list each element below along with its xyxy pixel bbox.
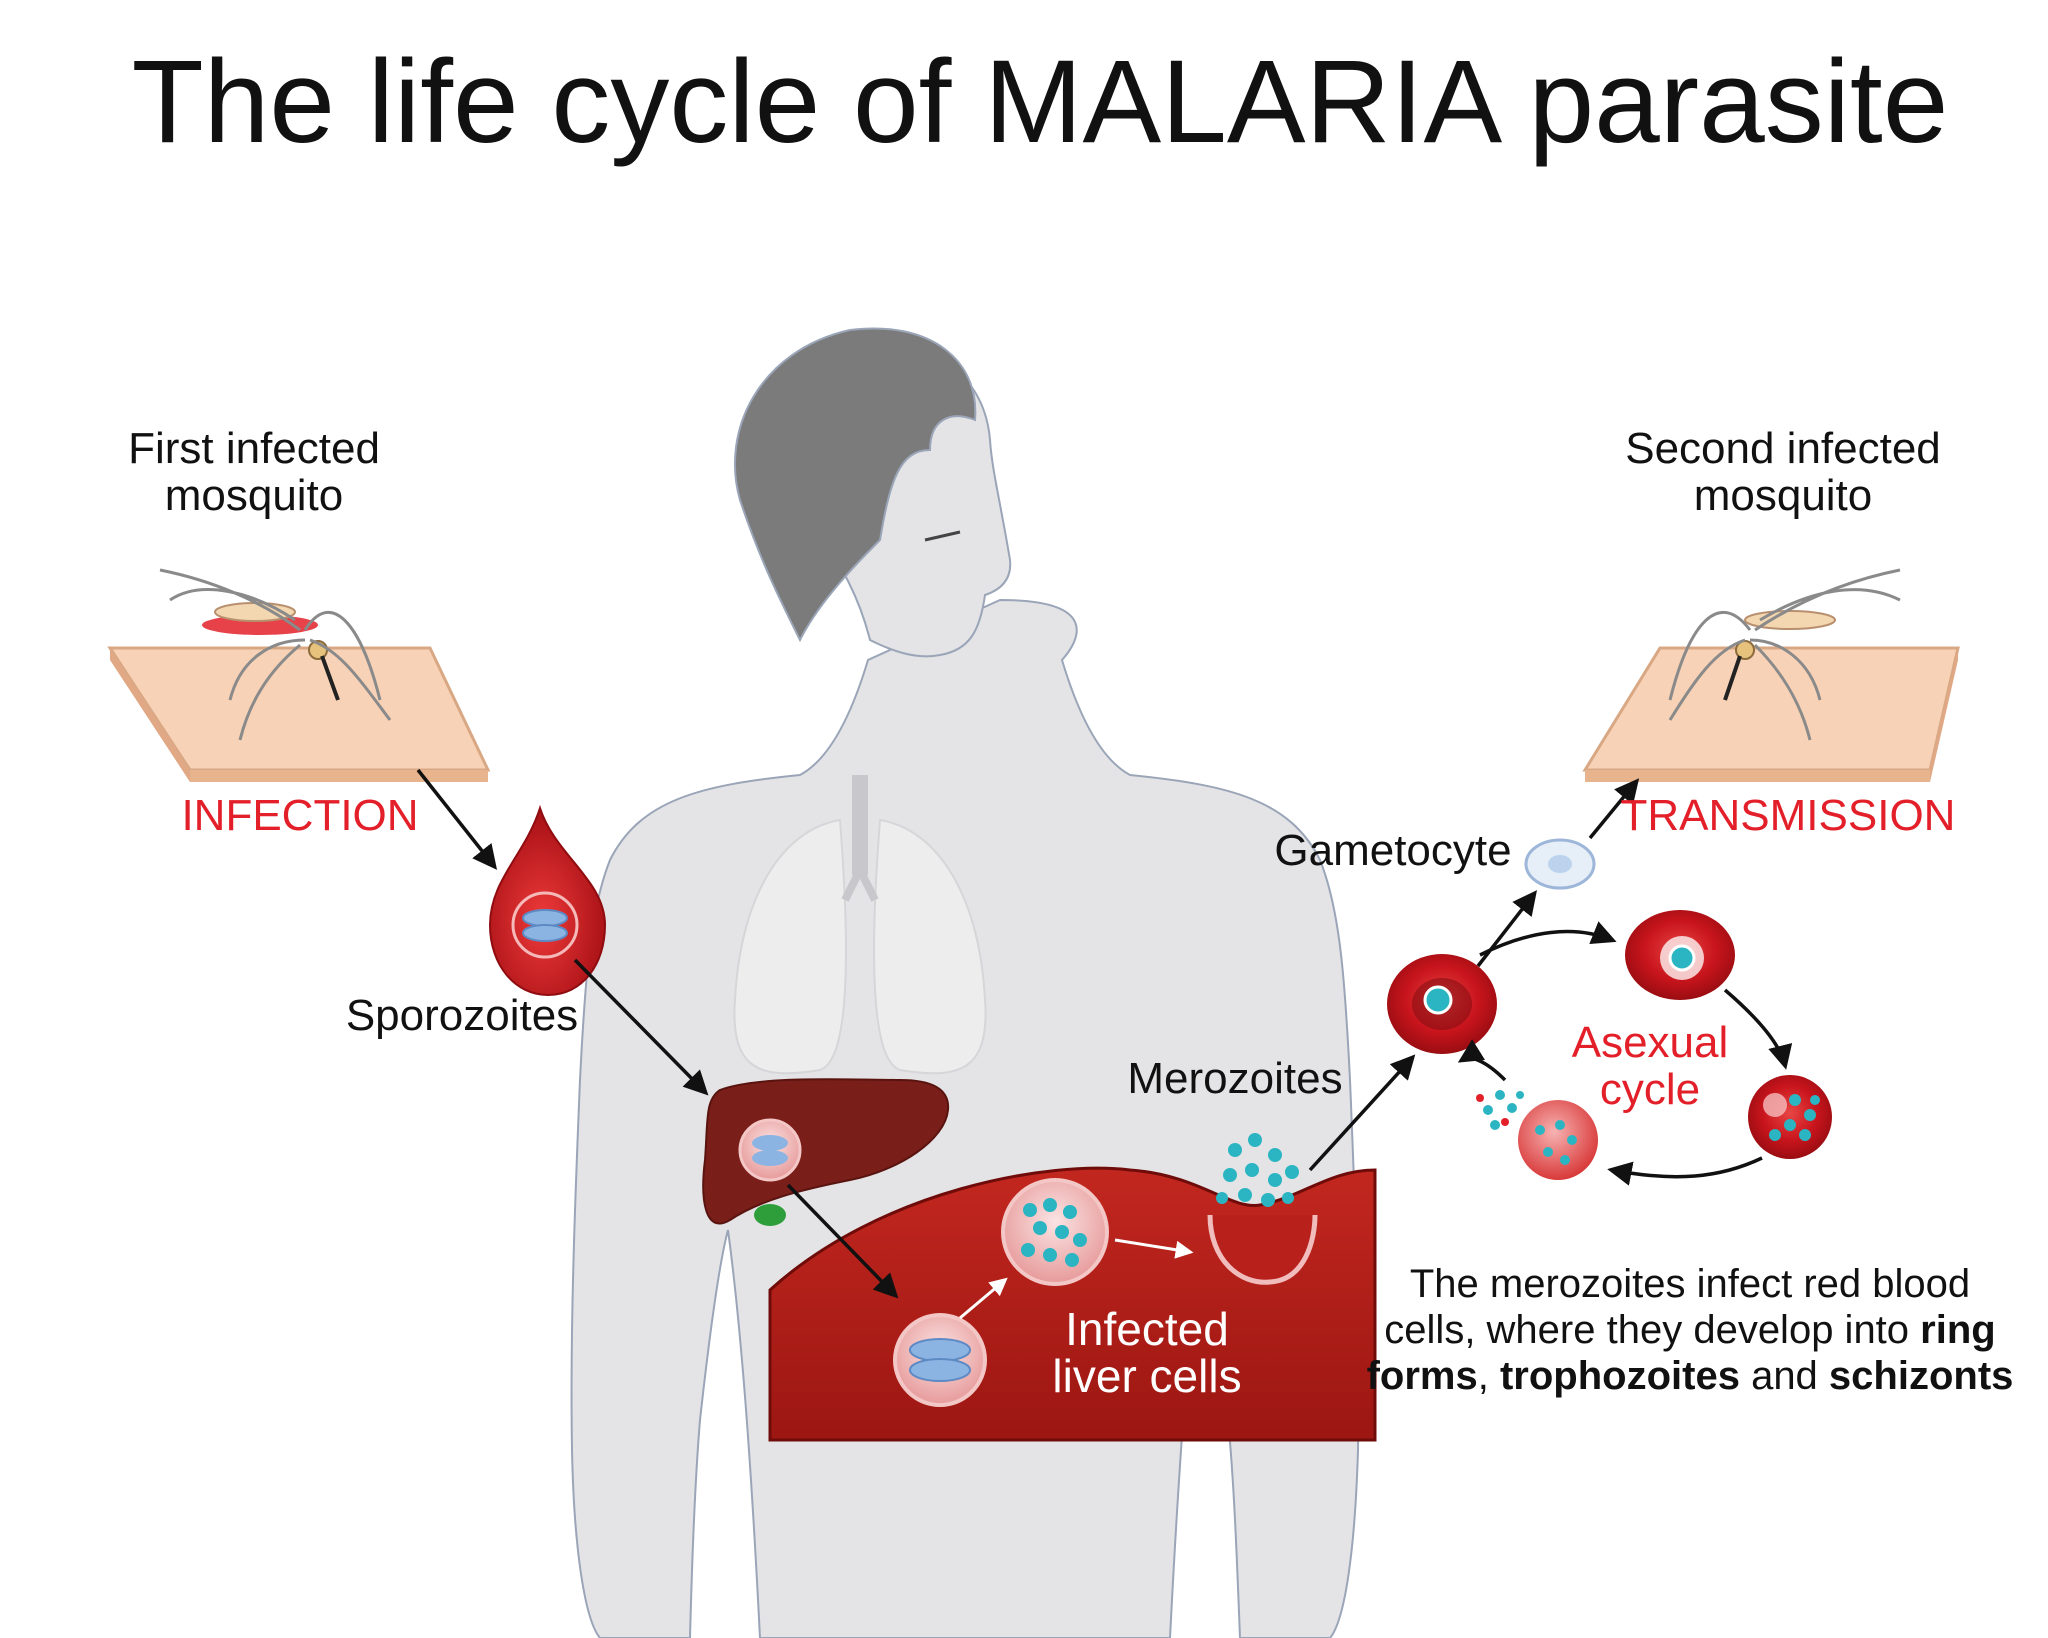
trachea <box>852 775 868 875</box>
gallbladder <box>754 1204 786 1226</box>
liver-cell-stage-2 <box>1001 1178 1109 1286</box>
blood-drop-icon <box>488 804 607 997</box>
infected-liver-label-line1: Infected <box>1065 1303 1229 1355</box>
arrow-drop-to-liver <box>573 958 709 1096</box>
arrow-liver-to-tissue <box>786 1183 899 1299</box>
arrow-trophozoite-to-schizont <box>1723 988 1793 1070</box>
second-mosquito-label-line2: mosquito <box>1694 471 1873 520</box>
diagram-title: The life cycle of MALARIA parasite <box>132 36 1949 168</box>
description-line2: cells, where they develop into ring <box>1384 1308 1995 1352</box>
first-mosquito-label-line2: mosquito <box>165 471 344 520</box>
liver-cell-stage-1 <box>893 1313 987 1407</box>
infection-label: INFECTION <box>181 791 418 840</box>
description-line3: forms, trophozoites and schizonts <box>1367 1354 2014 1398</box>
description-and: and <box>1740 1354 1829 1398</box>
eye <box>924 530 961 542</box>
description-line2-plain: cells, where they develop into <box>1384 1308 1920 1352</box>
asexual-cycle-label-line2: cycle <box>1600 1065 1700 1114</box>
arrow-gametocyte-to-mosquito <box>1588 778 1640 840</box>
description-trophozoites: trophozoites <box>1500 1354 1740 1398</box>
gametocyte-label: Gametocyte <box>1274 826 1511 875</box>
cycle-arrows <box>416 768 1793 1299</box>
right-lung <box>873 818 987 1075</box>
human-body-silhouette <box>570 327 1360 1638</box>
red-blood-cell-icon <box>1625 910 1735 1000</box>
arrow-burst-to-ring <box>1457 1039 1507 1082</box>
hair <box>734 327 977 643</box>
red-blood-cell-icon <box>1387 954 1497 1054</box>
mosquito-icon <box>1668 568 1901 741</box>
sporozoites-label: Sporozoites <box>346 991 578 1040</box>
red-blood-cell-icon <box>1748 1075 1832 1159</box>
skin-patch-right <box>1582 646 1960 772</box>
red-blood-cell-icon <box>1476 1090 1598 1180</box>
arrow-ring-to-trophozoite <box>1479 921 1617 957</box>
mosquito-icon <box>159 568 392 741</box>
arrow-rbc-to-gametocyte <box>1476 890 1538 968</box>
second-mosquito-label-line1: Second infected <box>1625 424 1941 473</box>
description-forms: forms <box>1367 1354 1478 1398</box>
released-merozoites <box>1216 1133 1299 1207</box>
infected-liver-label-line2: liver cells <box>1052 1350 1241 1402</box>
description-schizonts: schizonts <box>1829 1354 2013 1398</box>
arrow-merozoites-to-rbc <box>1308 1054 1416 1172</box>
liver-cell-stage-3 <box>1207 1214 1318 1285</box>
gametocyte-cell <box>1524 838 1596 890</box>
first-mosquito-group <box>107 568 491 782</box>
skin-patch-left <box>107 646 491 772</box>
description-sep: , <box>1478 1354 1500 1398</box>
transmission-label: TRANSMISSION <box>1621 791 1956 840</box>
arrow-schizont-to-burst <box>1607 1156 1763 1186</box>
description-ring: ring <box>1920 1308 1996 1352</box>
first-mosquito-label-line1: First infected <box>128 424 380 473</box>
description-line1: The merozoites infect red blood <box>1410 1262 1970 1306</box>
second-mosquito-group <box>1582 568 1960 782</box>
infected-liver-tissue <box>768 1166 1377 1442</box>
liver-icon <box>702 1078 950 1226</box>
merozoites-label: Merozoites <box>1127 1054 1342 1103</box>
left-lung <box>733 818 847 1075</box>
asexual-cycle-label-line1: Asexual <box>1572 1018 1729 1067</box>
arrow-infection-to-drop <box>416 768 498 870</box>
